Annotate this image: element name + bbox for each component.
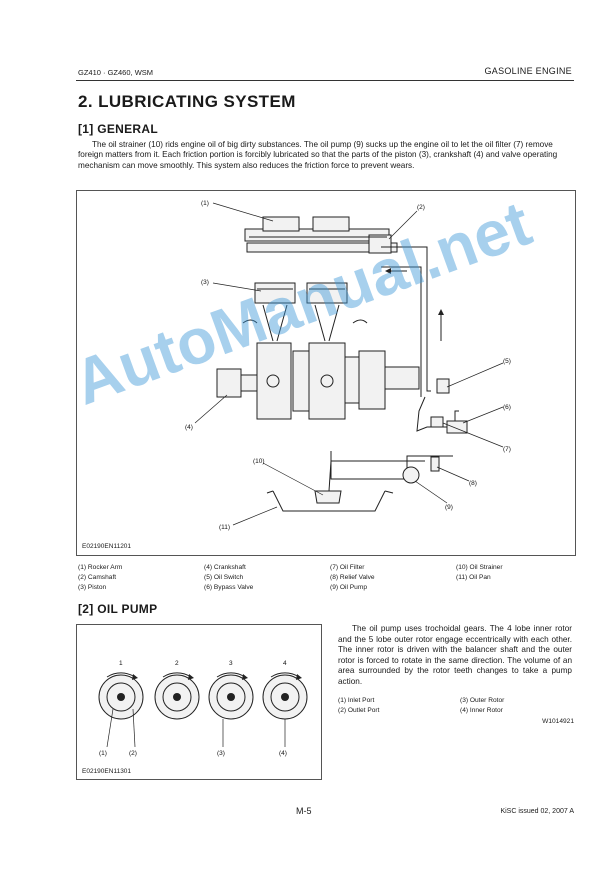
legend-item: (7) Oil Filter	[330, 564, 365, 571]
crankshaft-assembly	[216, 342, 420, 420]
lubricating-system-figure: (1) (2) (3) (4) (5) (6) (7) (8) (9) (10)…	[76, 190, 576, 556]
page-number: M-5	[296, 806, 312, 816]
callout-rocker-arm: (1)	[201, 200, 209, 207]
oil-pump	[402, 466, 420, 484]
oil-filter	[430, 416, 444, 428]
rotor-stage-3	[208, 672, 254, 720]
legend-item: (10) Oil Strainer	[456, 564, 503, 571]
legend-item: (3) Piston	[78, 584, 107, 591]
callout-oil-switch: (5)	[503, 358, 511, 365]
callout-oil-pump: (9)	[445, 504, 453, 511]
bypass-valve	[446, 420, 468, 434]
rotor-stage-number: 2	[175, 660, 179, 667]
callout-crankshaft: (4)	[185, 424, 193, 431]
legend-item: (8) Relief Valve	[330, 574, 375, 581]
flow-arrow-up-head	[438, 309, 444, 315]
legend-item: (1) Inlet Port	[338, 697, 375, 704]
flow-arrow-left-head	[385, 268, 391, 274]
callout-bypass-valve: (6)	[503, 404, 511, 411]
legend-item: (4) Crankshaft	[204, 564, 246, 571]
relief-valve	[430, 456, 440, 472]
legend-item: (11) Oil Pan	[456, 574, 491, 581]
legend-item: (2) Camshaft	[78, 574, 117, 581]
header-model: GZ410 · GZ460, WSM	[78, 68, 154, 77]
legend-item: (1) Rocker Arm	[78, 564, 123, 571]
camshaft-rocker-assembly	[244, 216, 398, 254]
reference-code: W1014921	[542, 718, 574, 725]
callout-piston: (3)	[201, 279, 209, 286]
oil-passage	[330, 246, 453, 480]
rotor-stage-4	[262, 672, 308, 720]
piston-assembly	[242, 282, 368, 342]
oil-pump-figure: 1 2 3 4 (1) (2) (3) (4) E02190EN11301	[76, 624, 322, 780]
rotor-stage-number: 3	[229, 660, 233, 667]
legend-item: (3) Outer Rotor	[460, 697, 505, 704]
page-title: 2. LUBRICATING SYSTEM	[78, 92, 296, 111]
callout-camshaft: (2)	[417, 204, 425, 211]
oil-pump-paragraph: The oil pump uses trochoidal gears. The …	[338, 624, 572, 686]
oil-switch	[436, 378, 450, 394]
header-section: GASOLINE ENGINE	[484, 66, 572, 76]
legend-item: (4) Inner Rotor	[460, 707, 503, 714]
callout-oil-strainer: (10)	[253, 458, 265, 465]
header-rule	[76, 80, 574, 81]
legend-item: (6) Bypass Valve	[204, 584, 254, 591]
callout-inlet-port: (1)	[99, 750, 107, 757]
oil-pan-flange	[266, 490, 394, 494]
callout-relief-valve: (8)	[469, 480, 477, 487]
callout-inner-rotor: (4)	[279, 750, 287, 757]
rotor-stage-1	[98, 672, 144, 720]
strainer-pipe	[328, 460, 332, 492]
legend-item: (9) Oil Pump	[330, 584, 368, 591]
callout-oil-pan: (11)	[219, 524, 230, 531]
oil-pan	[272, 490, 386, 512]
leader-lines	[194, 202, 504, 526]
section-oil-pump-heading: [2] OIL PUMP	[78, 602, 158, 616]
figure-code: E02190EN11201	[82, 543, 132, 550]
legend-item: (5) Oil Switch	[204, 574, 244, 581]
issue-note: KiSC issued 02, 2007 A	[500, 808, 574, 815]
rotor-leader-lines	[106, 708, 286, 748]
callout-outlet-port: (2)	[129, 750, 137, 757]
figure-code: E02190EN11301	[82, 768, 132, 775]
section-general-heading: [1] GENERAL	[78, 122, 158, 136]
legend-item: (2) Outlet Port	[338, 707, 380, 714]
callout-oil-filter: (7)	[503, 446, 511, 453]
oil-pump-rotor-diagram: 1 2 3 4 (1) (2) (3) (4)	[98, 660, 308, 757]
rotor-stage-2	[154, 672, 200, 720]
rotor-stage-number: 4	[283, 660, 287, 667]
general-paragraph: The oil strainer (10) rids engine oil of…	[78, 140, 558, 170]
lubrication-diagram: (1) (2) (3) (4) (5) (6) (7) (8) (9) (10)…	[185, 200, 511, 531]
rotor-stage-number: 1	[119, 660, 123, 667]
callout-outer-rotor: (3)	[217, 750, 225, 757]
oil-passage-filter	[416, 396, 459, 432]
